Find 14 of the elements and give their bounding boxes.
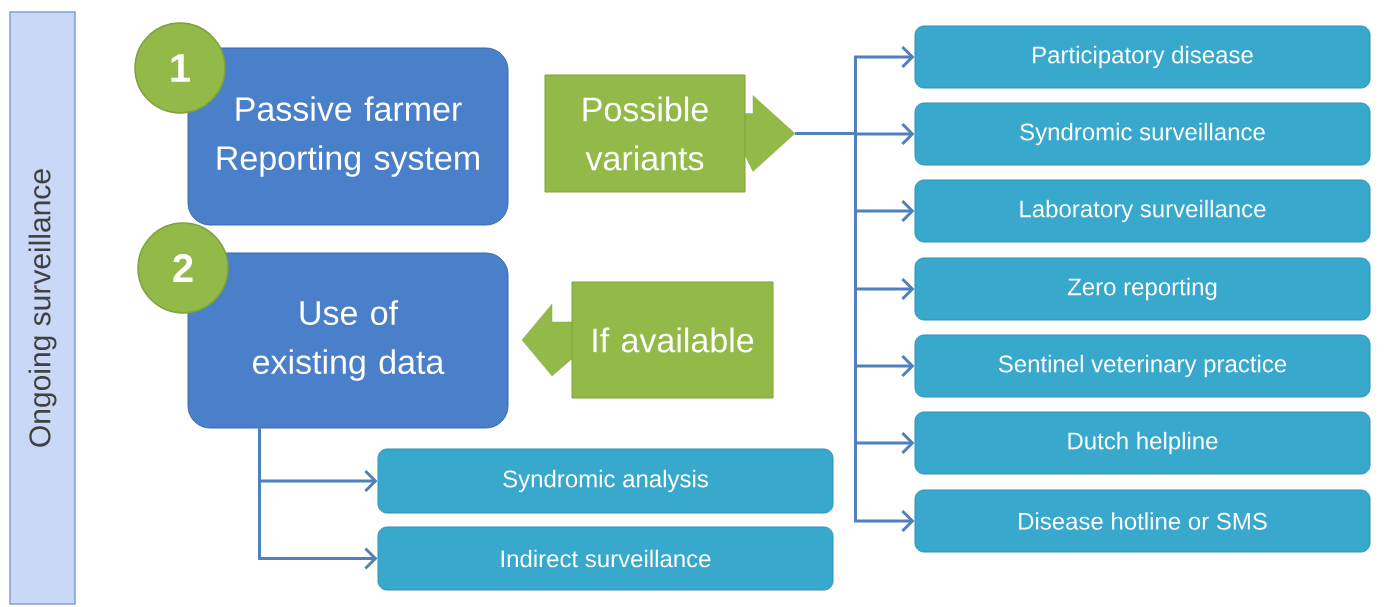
variant-box: Participatory disease (914, 25, 1371, 89)
variant-box: Indirect surveillance (377, 526, 834, 591)
vertical-band: Ongoing surveillance (9, 11, 76, 605)
arrow-block: If available (521, 281, 774, 399)
variant-box: Zero reporting (914, 257, 1371, 321)
variant-box: Disease hotline or SMS (914, 489, 1371, 553)
variant-box: Sentinel veterinary practice (914, 334, 1371, 398)
variant-box: Laboratory surveillance (914, 179, 1371, 243)
arrow (258, 428, 378, 570)
variant-box: Dutch helpline (914, 411, 1371, 475)
arrow (795, 132, 915, 533)
arrow-block: Possible variants (544, 74, 796, 193)
variant-box: Syndromic surveillance (914, 102, 1371, 166)
variant-box: Syndromic analysis (377, 448, 834, 514)
